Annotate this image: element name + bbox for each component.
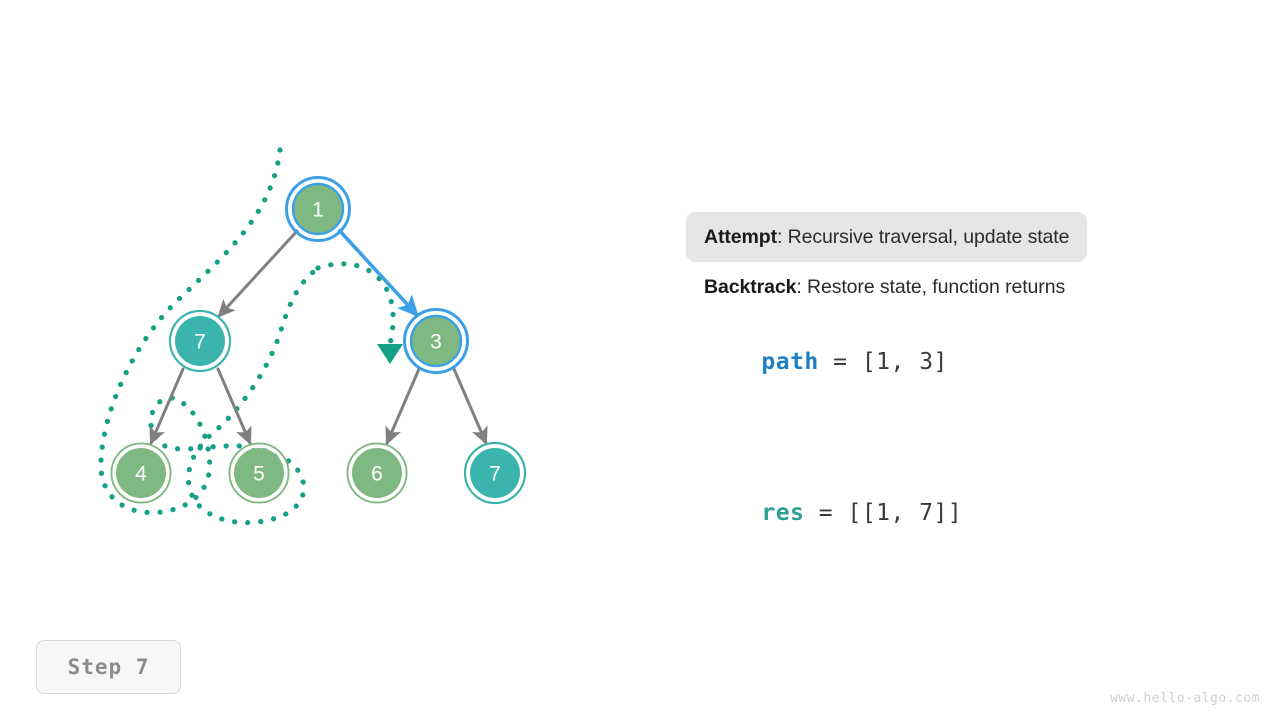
edge-3-7 bbox=[452, 367, 488, 446]
backtrack-label: Backtrack bbox=[704, 276, 797, 299]
tree-node-1-label: 1 bbox=[312, 199, 324, 222]
attempt-text: : Recursive traversal, update state bbox=[776, 226, 1070, 248]
traversal-trace bbox=[98, 147, 396, 526]
watermark-text: www.hello-algo.com bbox=[1110, 691, 1260, 706]
tree-node-3-label: 3 bbox=[430, 331, 442, 354]
tree-node-4[interactable]: 4 bbox=[110, 442, 172, 504]
path-variable-value: = [1, 3] bbox=[818, 348, 948, 375]
tree-node-7-left[interactable]: 7 bbox=[168, 309, 232, 373]
backtrack-text: : Restore state, function returns bbox=[796, 276, 1066, 299]
trace-segment-node5 bbox=[185, 265, 321, 526]
path-variable-name: path bbox=[761, 348, 819, 375]
tree-node-3[interactable]: 3 bbox=[403, 308, 469, 374]
edge-1-7 bbox=[217, 228, 300, 318]
edge-7-5 bbox=[216, 367, 252, 446]
res-variable-name: res bbox=[761, 499, 805, 526]
trace-marker-triangle bbox=[377, 344, 403, 364]
tree-node-5-label: 5 bbox=[253, 463, 265, 486]
tree-node-7-right-label: 7 bbox=[489, 463, 501, 486]
tree-node-4-label: 4 bbox=[135, 463, 147, 486]
edge-1-3 bbox=[337, 228, 419, 318]
tree-node-7-right[interactable]: 7 bbox=[463, 441, 527, 505]
tree-node-6[interactable]: 6 bbox=[346, 442, 408, 504]
attempt-label: Attempt bbox=[704, 226, 777, 248]
step-badge: Step 7 bbox=[36, 640, 181, 694]
path-state-row: path = [1, 3] bbox=[686, 323, 1206, 401]
tree-node-7-left-label: 7 bbox=[194, 331, 206, 354]
watermark: www.hello-algo.com bbox=[1110, 691, 1260, 706]
trace-segment-middle bbox=[148, 395, 203, 452]
edge-7-4 bbox=[149, 367, 185, 446]
backtrack-row: Backtrack: Restore state, function retur… bbox=[686, 262, 1083, 312]
attempt-row: Attempt: Recursive traversal, update sta… bbox=[686, 212, 1088, 263]
res-state-row: res = [[1, 7]] bbox=[686, 474, 1206, 552]
tree-node-5[interactable]: 5 bbox=[228, 442, 290, 504]
trace-segment-left bbox=[98, 147, 283, 516]
step-badge-label: Step 7 bbox=[67, 655, 150, 679]
tree-node-6-label: 6 bbox=[371, 463, 383, 486]
tree-diagram: 1 7 3 4 5 6 7 bbox=[98, 147, 527, 526]
res-variable-value: = [[1, 7]] bbox=[804, 499, 963, 526]
tree-edges bbox=[149, 228, 488, 446]
trace-segment-right bbox=[315, 261, 396, 347]
edge-3-6 bbox=[385, 367, 421, 446]
tree-node-1[interactable]: 1 bbox=[285, 176, 351, 242]
info-panel: Attempt: Recursive traversal, update sta… bbox=[686, 212, 1206, 552]
